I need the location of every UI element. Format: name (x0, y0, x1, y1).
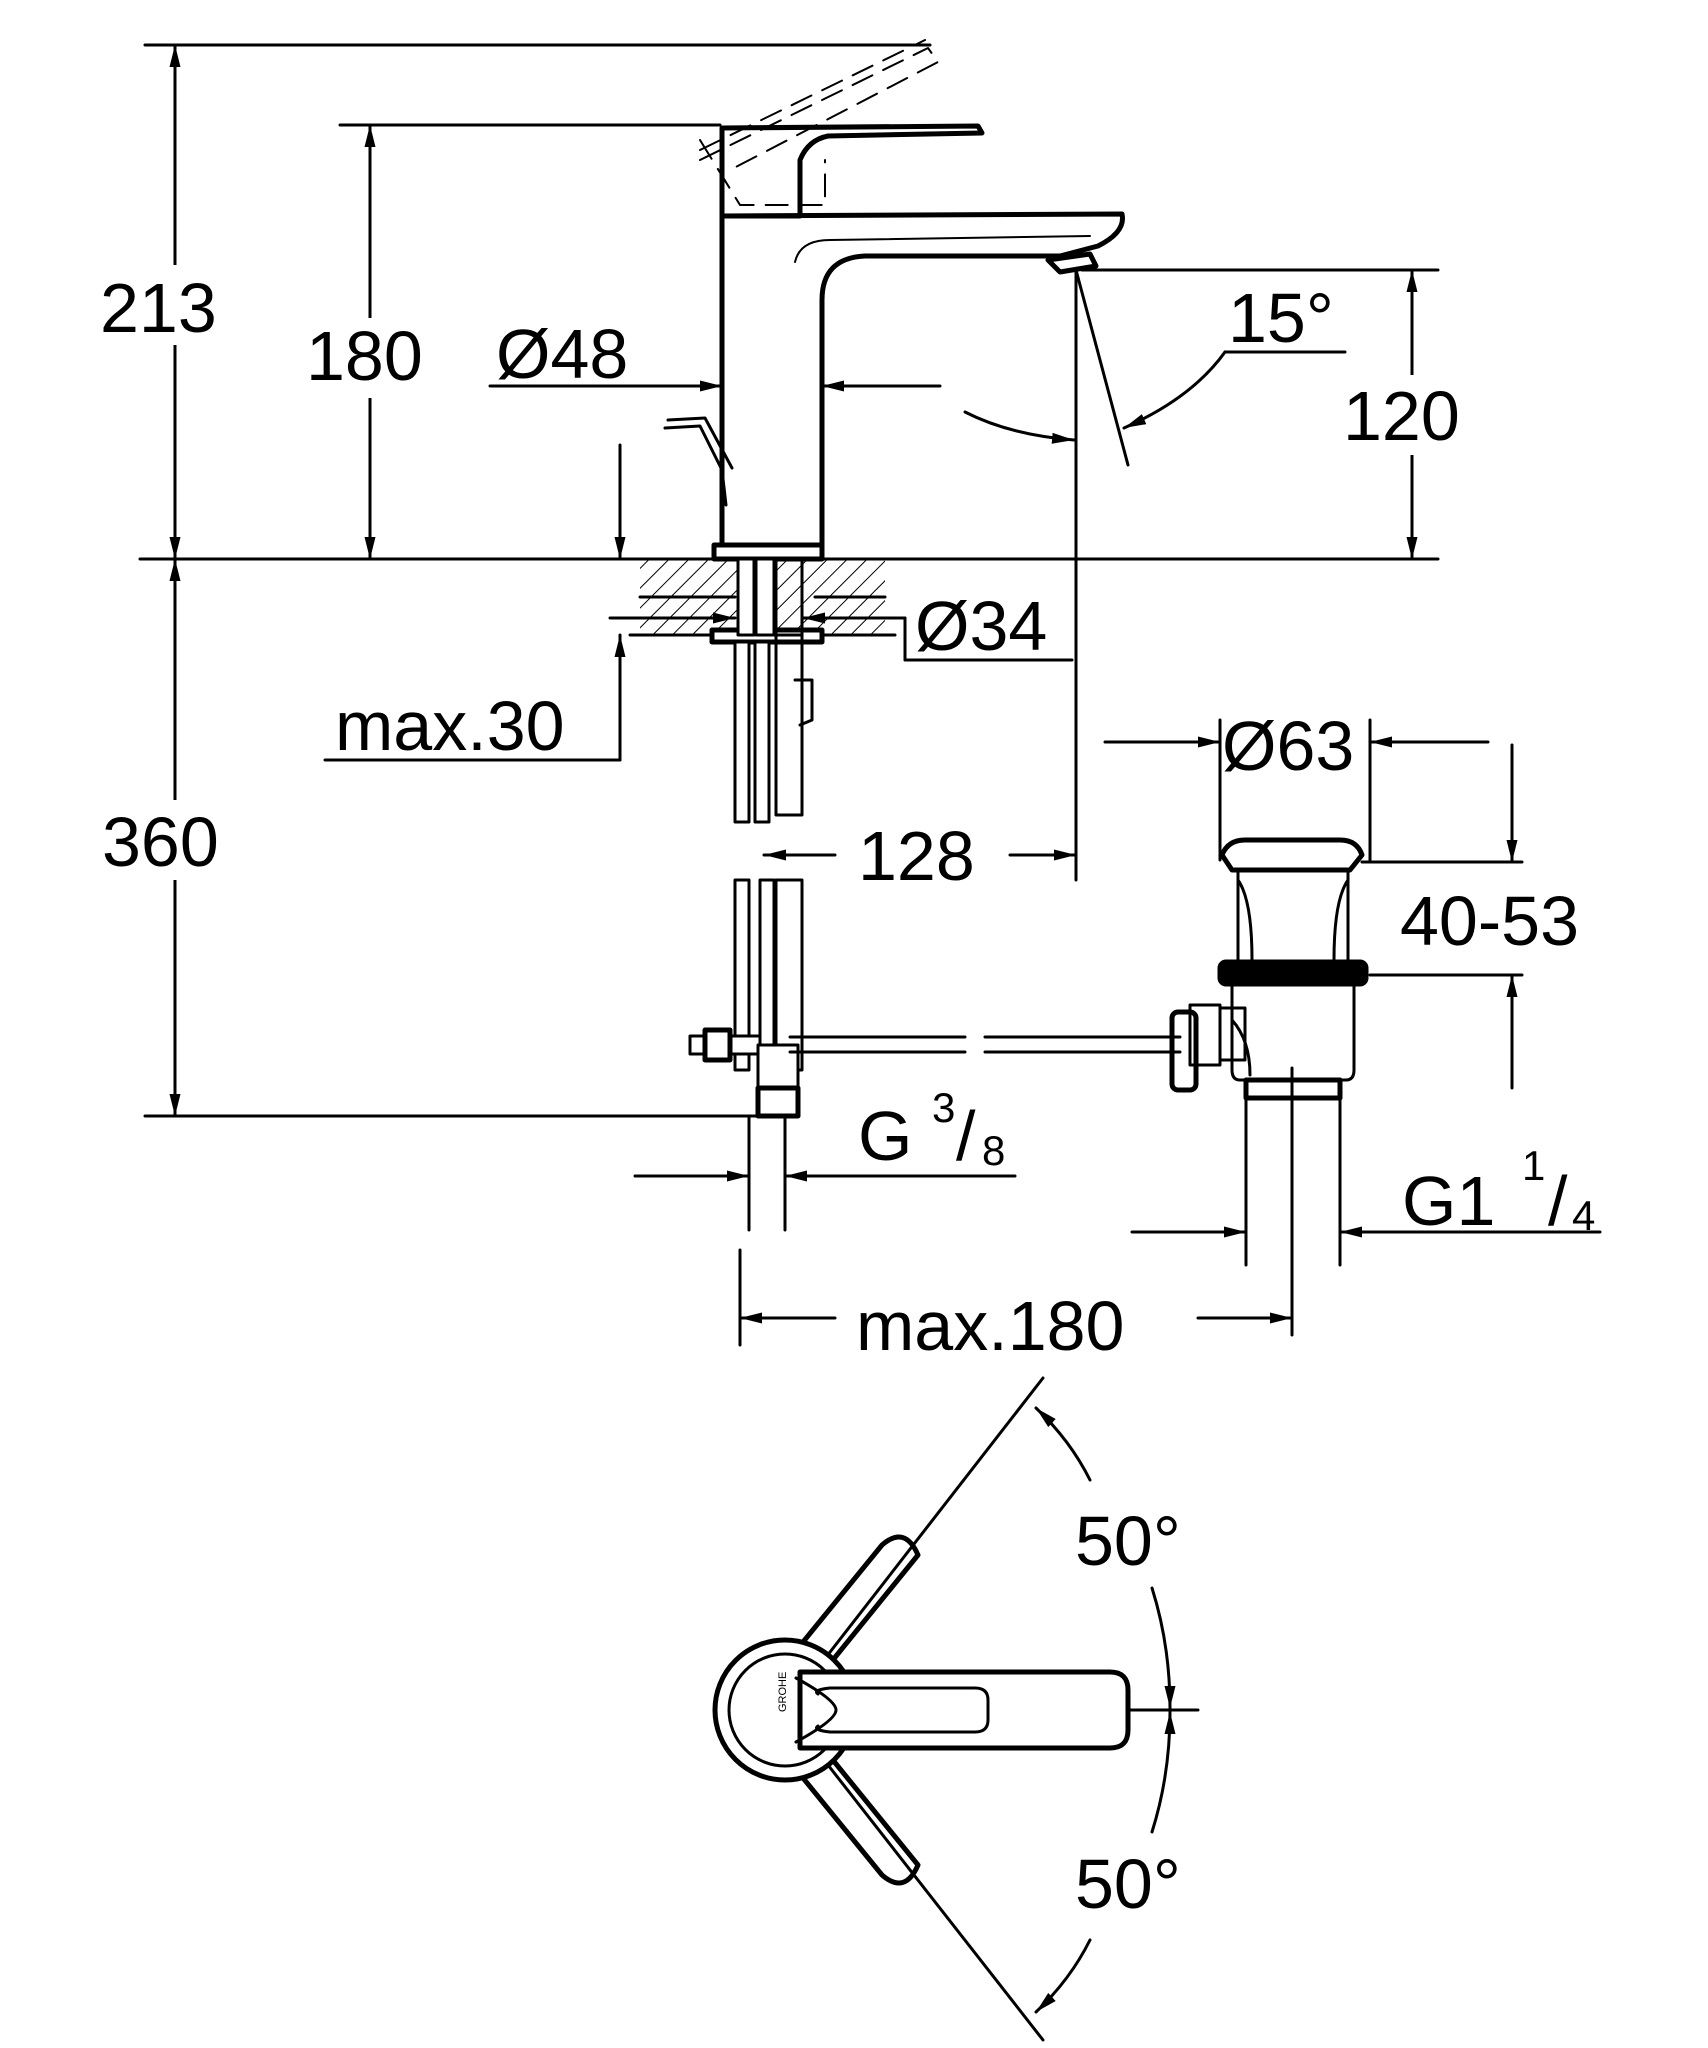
total-height-label: 213 (100, 269, 217, 347)
connection-left-slash: / (956, 1097, 976, 1175)
lever-down-position (787, 1735, 921, 1886)
dim-waste-height: 40-53 (1360, 743, 1579, 1090)
spout-angle-label: 15° (1228, 279, 1334, 357)
body-diameter-label: Ø48 (496, 315, 628, 393)
base-plate (711, 542, 825, 562)
dim-spout-height: 120 (1338, 268, 1488, 561)
hose-length-label: 360 (102, 803, 219, 881)
dim-hose-length: 360 (100, 557, 250, 1118)
aerator (1045, 251, 1099, 275)
waste-diameter-label: Ø63 (1222, 707, 1354, 785)
max-distance-label: max.180 (856, 1287, 1124, 1365)
dim-spout-angle: 15° (963, 268, 1347, 467)
dim-body-diameter: Ø48 (488, 315, 942, 393)
spout-top (797, 1669, 1131, 1751)
rotation-up-label: 50° (1075, 1502, 1181, 1580)
projection-label: 128 (858, 817, 975, 895)
connection-right-denominator: 4 (1572, 1192, 1595, 1239)
dim-rotation-down: 50° (1034, 1710, 1181, 2014)
faucet-body (719, 211, 1125, 548)
shank-and-hoses (688, 557, 814, 1232)
lever-open-dashed-outline-2 (699, 39, 926, 151)
connection-right-slash: / (1548, 1162, 1568, 1240)
lever-open-dashed-outline (699, 47, 939, 171)
dim-handle-height: 180 (300, 123, 450, 561)
connection-left-label: G (858, 1097, 912, 1175)
lever (719, 123, 985, 219)
reference-lines (138, 43, 1440, 1118)
dim-max-distance: max.180 (738, 1248, 1294, 1365)
connection-right-label: G1 (1402, 1162, 1495, 1240)
lever-up-position (787, 1534, 921, 1685)
max-thickness-label: max.30 (335, 687, 565, 765)
grohe-logo-text: GROHE (777, 1672, 789, 1712)
hole-diameter-label: Ø34 (915, 587, 1047, 665)
spout-edge (794, 235, 1091, 263)
connection-left-denominator: 8 (982, 1127, 1005, 1174)
popup-rod (663, 416, 734, 507)
faucet-side-view (663, 39, 1125, 562)
waste-height-label: 40-53 (1400, 882, 1579, 960)
connection-right-numerator: 1 (1522, 1142, 1545, 1189)
spout-height-label: 120 (1343, 377, 1460, 455)
dim-connection-left: G 3 / 8 (633, 1084, 1017, 1182)
connection-left-numerator: 3 (932, 1084, 955, 1131)
waste-valve (1169, 837, 1369, 1337)
handle-height-label: 180 (306, 317, 423, 395)
dim-max-thickness: max.30 (323, 443, 626, 765)
dim-hole-diameter: Ø34 (608, 587, 1074, 665)
rotation-down-label: 50° (1075, 1845, 1181, 1923)
dim-total-height: 213 (100, 43, 250, 561)
linkage-rod (788, 1035, 1182, 1054)
dim-waste-diameter: Ø63 (1103, 707, 1490, 862)
dim-connection-right: G1 1 / 4 (1130, 1142, 1602, 1240)
dim-rotation-up: 50° (1034, 1406, 1181, 1710)
faucet-top-view: GROHE (712, 1376, 1200, 2042)
dim-projection: 128 (762, 443, 1078, 895)
